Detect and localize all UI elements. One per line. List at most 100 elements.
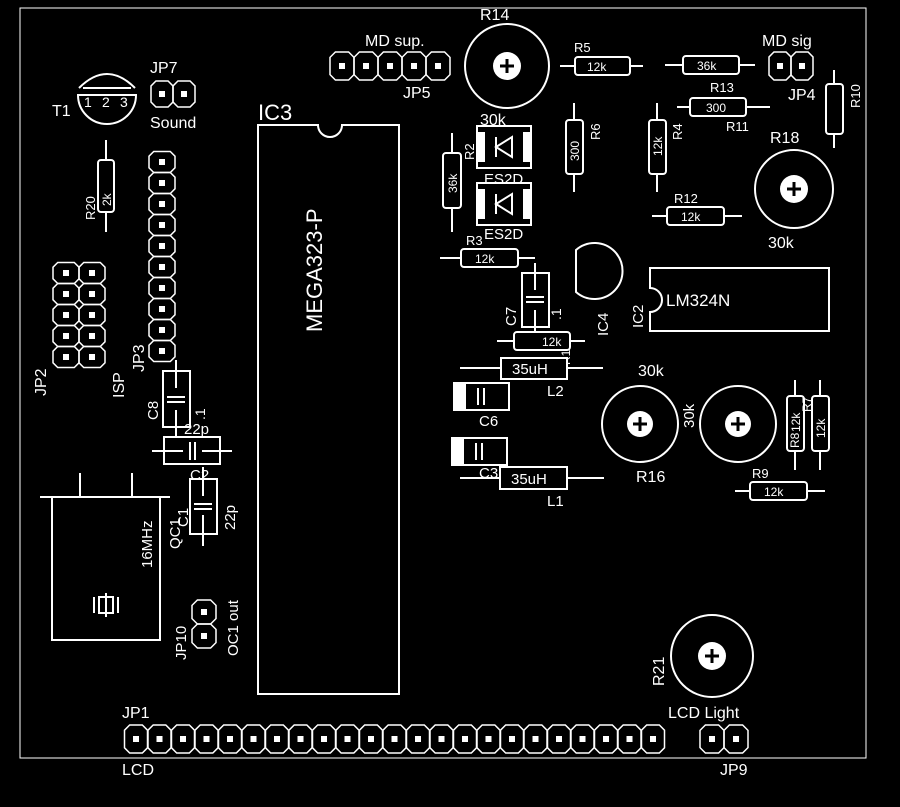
jp4-label: MD sig (762, 33, 812, 50)
r9-value: 12k (764, 485, 784, 499)
r13-resistor: 36k R13 (665, 55, 755, 95)
r2-ref: R2 (462, 143, 477, 160)
jp2-ref: JP2 (33, 368, 50, 396)
ic2-lm324n: LM324N IC2 (630, 267, 830, 332)
r8-resistor: 12k R8 (786, 380, 805, 470)
qc1-ref: QC1 (167, 518, 184, 549)
jp1-pin-center (274, 736, 280, 742)
qc1-crystal: 16MHz QC1 (40, 473, 184, 641)
r12-ref: R12 (674, 191, 698, 206)
jp10-ref: JP10 (173, 626, 190, 660)
r18-value: 30k (768, 235, 795, 252)
jp7-label: Sound (150, 115, 196, 132)
r1-resistor: 12k R1 (497, 331, 585, 365)
c8-ref: C8 (145, 401, 162, 420)
r14-trimpot: R14 30k (464, 7, 550, 129)
r1-value: 12k (542, 335, 562, 349)
jp5-pin (329, 51, 355, 81)
l2-ref: L2 (547, 383, 564, 400)
r7-ref: R7 (800, 396, 814, 412)
r5-ref: R5 (574, 40, 591, 55)
jp2b-pin-center (89, 312, 95, 318)
r3-value: 12k (475, 252, 495, 266)
r2-resistor: 36k R2 (442, 133, 477, 232)
jp1-lcd-header: JP1 LCD (122, 705, 666, 779)
r10-resistor: R10 (825, 70, 863, 148)
c6-ref: C6 (479, 413, 498, 430)
jp1-pin-center (650, 736, 656, 742)
jp3-pin-center (159, 201, 165, 207)
jp5-pin-center (339, 63, 345, 69)
c1-value: 22p (222, 505, 239, 530)
jp5-pin-center (435, 63, 441, 69)
jp5-pin-center (387, 63, 393, 69)
r5-resistor: 12k R5 (560, 40, 643, 76)
jp1-pin (264, 724, 290, 754)
t1-transistor: 1 2 3 T1 (52, 73, 138, 125)
r18-ref: R18 (770, 130, 799, 147)
jp1-pin-center (603, 736, 609, 742)
r16-value: 30k (638, 363, 665, 380)
jp7-pin-center (181, 91, 187, 97)
r16-ref: R16 (636, 469, 665, 486)
jp9-pin (723, 724, 749, 754)
r3-resistor: 12k R3 (440, 233, 535, 268)
jp7-header: JP7 Sound (150, 60, 196, 132)
jp3-pin-center (159, 180, 165, 186)
jp1-pin-center (391, 736, 398, 742)
jp1-pin (194, 724, 219, 754)
jp5-pin-center (363, 63, 369, 69)
jp1-pin-center (156, 736, 163, 742)
jp1-ref: JP1 (122, 705, 150, 722)
jp1-pin (382, 724, 407, 754)
jp1-pin-center (485, 736, 492, 742)
ic2-part: LM324N (666, 291, 730, 310)
jp1-pin (311, 724, 337, 754)
r7-resistor: 12k R7 (800, 380, 830, 470)
jp2-pin (52, 345, 80, 369)
jp2-pin-center (63, 291, 69, 297)
r14-value: 30k (480, 112, 507, 129)
l2-inductor: 35uH L2 (460, 357, 603, 400)
r9-resistor: 12k R9 (735, 466, 825, 501)
jp5-header: MD sup. JP5 (329, 33, 451, 102)
jp10-pin-center (201, 609, 207, 615)
d2-diode: ES2D (476, 182, 532, 243)
jp5-pin (401, 51, 427, 81)
jp9-label: LCD Light (668, 705, 740, 722)
jp3-pin-center (159, 243, 165, 249)
ic3-mega323: IC3 MEGA323-P (257, 100, 400, 695)
jp9-ref: JP9 (720, 762, 748, 779)
jp2b-pin-center (89, 291, 95, 297)
r8-ref: R8 (788, 432, 802, 448)
t1-pin2: 2 (102, 94, 110, 110)
d1-ref: ES2D (484, 171, 523, 188)
jp1-pin-center (532, 736, 539, 742)
r4-value: 12k (651, 136, 665, 156)
jp1-pin-center (321, 736, 327, 742)
jp4-pin-center (799, 63, 805, 69)
jp1-pin (546, 724, 572, 754)
jp1-pin (593, 724, 619, 754)
r13-value: 36k (697, 59, 717, 73)
ic4-regulator: IC4 (575, 242, 624, 336)
jp1-pin-center (438, 736, 445, 742)
jp1-pin-center (180, 736, 186, 742)
jp10-pin (191, 623, 217, 649)
d2-ref: ES2D (484, 226, 523, 243)
c3-ref: C3 (479, 465, 498, 482)
jp1-pin (476, 724, 501, 754)
c7-value: .1 (548, 308, 564, 320)
ic3-ref: IC3 (258, 100, 292, 125)
jp9-header: LCD Light JP9 (668, 705, 749, 779)
c2-value: 22p (184, 421, 209, 438)
r3-ref: R3 (466, 233, 483, 248)
jp9-pin-center (709, 736, 715, 742)
jp2b-pin-center (89, 270, 95, 276)
jp2-label: ISP (111, 372, 128, 398)
c7-ref: C7 (503, 307, 520, 326)
jp1-pin-center (556, 736, 562, 742)
jp5-pin (425, 51, 451, 81)
r6-value: 300 (568, 141, 582, 161)
jp1-pin (241, 724, 266, 754)
